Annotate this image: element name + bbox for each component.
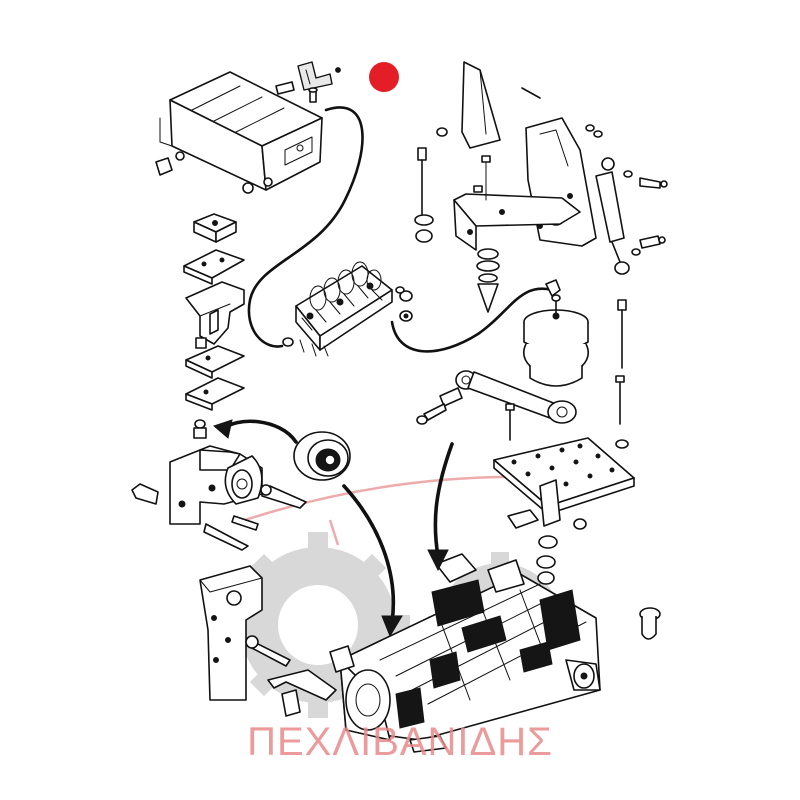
mounting-plate: [493, 437, 635, 530]
mount-bracket-left: [185, 281, 245, 345]
control-box-foot: [155, 157, 173, 176]
arrow-mount-curve: [220, 419, 298, 444]
assembly-arrows: [213, 419, 454, 638]
small-fasteners-top: [436, 87, 668, 201]
shock-absorber: [595, 157, 666, 275]
cable-harness-left: [247, 106, 364, 348]
cable-harness-right: [390, 287, 554, 353]
long-bolt-right: [615, 299, 627, 425]
bushing-sleeve: [639, 607, 661, 640]
rubber-mount-stack: [536, 535, 558, 585]
transmission-assembly: [329, 553, 601, 753]
control-box: [159, 71, 323, 194]
highlight-marker-dot: [369, 62, 399, 92]
mount-plate-upper: [183, 249, 245, 285]
arrow-bushing-to-transmission: [342, 484, 396, 624]
air-spring-cone: [476, 248, 500, 313]
air-bellows: [522, 294, 590, 387]
top-bracket-clip: [275, 61, 341, 103]
watermark-brand-text: ΠΕΧΛΙΒΑΝΙΔΗΣ: [247, 720, 553, 764]
arrow-plate-to-transmission: [433, 442, 454, 558]
lower-bracket: [199, 565, 337, 717]
solenoid-valve-block: [295, 261, 393, 357]
valve-fittings: [282, 286, 413, 347]
engine-mount-bracket: [169, 445, 263, 525]
vertical-bolt-left: [414, 147, 434, 243]
mount-plate-lower: [185, 337, 245, 439]
linkage-rod: [416, 370, 629, 449]
mount-bolts-left: [131, 483, 307, 551]
seat-bracket-plate: [453, 61, 597, 251]
rubber-bushing: [293, 431, 351, 481]
rubber-mount-block: [193, 213, 237, 243]
